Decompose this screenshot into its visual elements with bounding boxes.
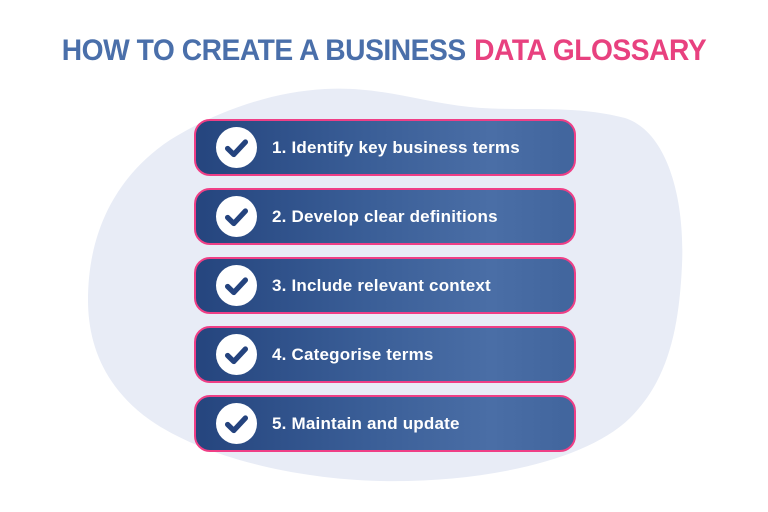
page-title-pink-part: DATA GLOSSARY (474, 34, 707, 67)
step-card-5: 5. Maintain and update (194, 395, 576, 452)
step-card-1: 1. Identify key business terms (194, 119, 576, 176)
step-label: 5. Maintain and update (272, 413, 460, 433)
check-icon (216, 403, 257, 444)
step-label: 1. Identify key business terms (272, 137, 520, 157)
step-label: 2. Develop clear definitions (272, 206, 498, 226)
check-icon (216, 196, 257, 237)
check-icon (216, 265, 257, 306)
step-card-2: 2. Develop clear definitions (194, 188, 576, 245)
step-label: 3. Include relevant context (272, 275, 491, 295)
check-icon (216, 127, 257, 168)
check-icon (216, 334, 257, 375)
steps-list: 1. Identify key business terms 2. Develo… (194, 119, 576, 464)
step-card-3: 3. Include relevant context (194, 257, 576, 314)
page-title-blue-part: HOW TO CREATE A BUSINESS (61, 34, 466, 67)
step-label: 4. Categorise terms (272, 344, 434, 364)
step-card-4: 4. Categorise terms (194, 326, 576, 383)
